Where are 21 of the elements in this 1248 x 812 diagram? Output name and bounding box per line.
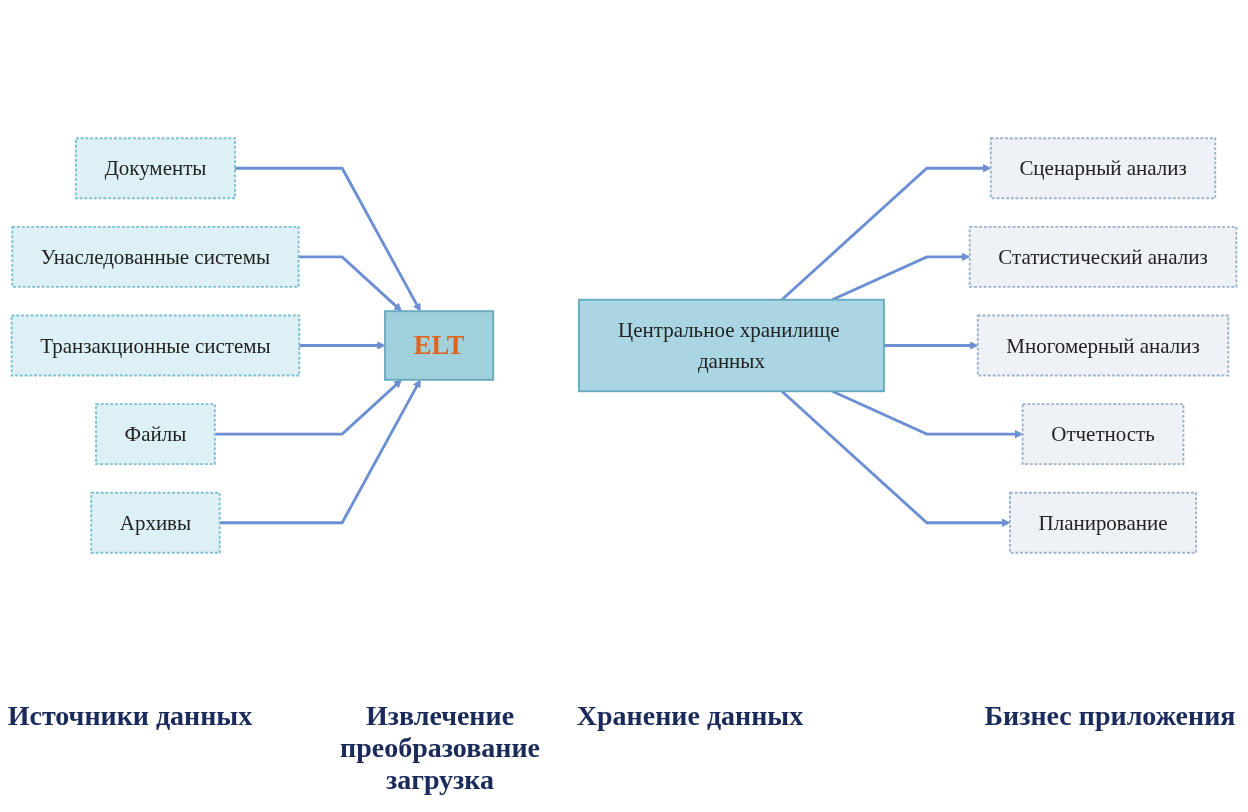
column-caption: Извлечение преобразование загрузка [339, 700, 541, 796]
column-caption: Хранение данных [575, 700, 805, 732]
node-box: Отчетность [1021, 402, 1185, 465]
arrow [299, 340, 386, 350]
node-box: Унаследованные системы [11, 225, 300, 288]
arrow [298, 254, 402, 312]
node-box: Сценарный анализ [989, 136, 1217, 199]
column-caption: Источники данных [6, 700, 254, 732]
node-box: Архивы [90, 491, 221, 554]
column-caption: Бизнес приложения [983, 700, 1237, 732]
node-box: Файлы [95, 402, 216, 465]
arrow [219, 378, 421, 524]
node-box: Центральное хранилище данных [578, 298, 885, 392]
node-box: Транзакционные системы [10, 314, 301, 376]
node-box: Многомерный анализ [976, 314, 1230, 376]
arrow [235, 166, 421, 312]
node-box: ELT [384, 309, 495, 381]
node-box: Документы [74, 136, 236, 199]
arrow [214, 378, 402, 436]
node-box: Статистический анализ [968, 225, 1238, 288]
node-box: Планирование [1009, 491, 1198, 554]
